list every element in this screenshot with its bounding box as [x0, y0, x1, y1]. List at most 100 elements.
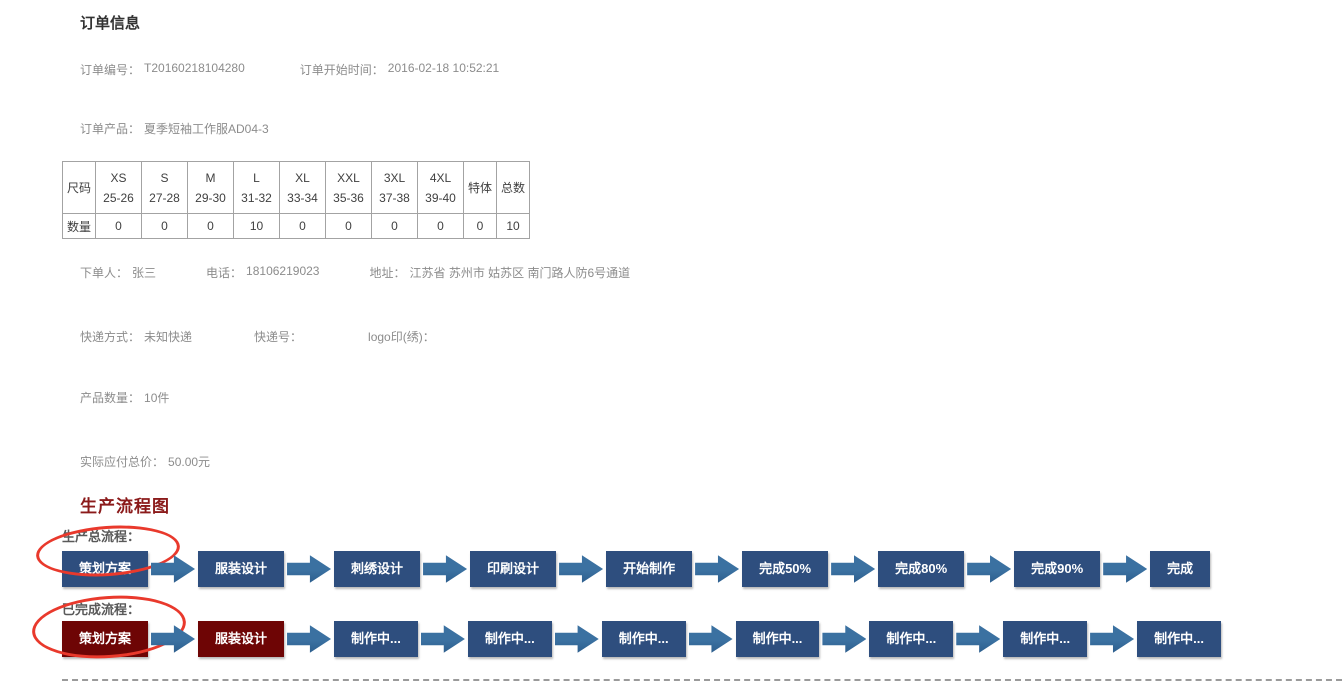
order-product: 订单产品： 夏季短袖工作服AD04-3	[80, 120, 269, 137]
flow-arrow-icon	[420, 625, 465, 653]
quantity-cell: 0	[141, 213, 189, 239]
total-price-label: 实际应付总价：	[80, 455, 165, 469]
product-quantity: 产品数量： 10件	[80, 389, 169, 406]
order-number-label: 订单编号：	[80, 63, 141, 77]
flow-step-box: 制作中...	[601, 621, 686, 657]
buyer-name-label: 下单人：	[80, 266, 129, 280]
quantity-cell: 0	[187, 213, 235, 239]
buyer-phone-label: 电话：	[206, 266, 243, 280]
flow-step-box: 制作中...	[1003, 621, 1088, 657]
flow-arrow-icon	[423, 555, 468, 583]
flow-arrow-icon	[967, 555, 1012, 583]
product-quantity-label: 产品数量：	[80, 391, 141, 405]
quantity-row-label: 数量	[61, 213, 97, 239]
flow-arrow-icon	[151, 625, 196, 653]
order-meta-line: 订单编号： T20160218104280 订单开始时间： 2016-02-18…	[80, 61, 1342, 78]
flow-arrow-icon	[688, 625, 733, 653]
total-price-line: 实际应付总价： 50.00元	[80, 453, 1342, 470]
flow-step-box: 策划方案	[62, 551, 149, 587]
order-page: 订单信息 订单编号： T20160218104280 订单开始时间： 2016-…	[0, 15, 1342, 681]
flow-arrow-icon	[1090, 625, 1135, 653]
flow-step-box: 服装设计	[198, 621, 285, 657]
buyer-address-value: 江苏省 苏州市 姑苏区 南门路人防6号通道	[409, 266, 631, 280]
order-product-label: 订单产品：	[80, 122, 141, 136]
order-number: 订单编号： T20160218104280	[80, 61, 245, 78]
flow-step-box: 制作中...	[735, 621, 820, 657]
express-number-label: 快递号：	[254, 330, 303, 344]
total-price: 实际应付总价： 50.00元	[80, 453, 210, 470]
flow-step-box: 制作中...	[467, 621, 552, 657]
order-start-time-label: 订单开始时间：	[299, 63, 384, 77]
express-method-value: 未知快递	[144, 330, 193, 344]
flow-step-box: 制作中...	[334, 621, 418, 657]
buyer-phone-value: 18106219023	[246, 264, 320, 278]
flow-step-box: 制作中...	[1137, 621, 1221, 657]
order-start-time: 订单开始时间： 2016-02-18 10:52:21	[300, 61, 499, 78]
logo-print: logo印(绣)：	[368, 328, 439, 345]
express-number: 快递号：	[254, 328, 306, 345]
size-table-corner: 尺码	[61, 161, 97, 214]
order-number-value: T20160218104280	[144, 61, 245, 75]
flow-arrow-icon	[559, 555, 604, 583]
size-column-header: 特体	[463, 161, 498, 214]
flow-step-box: 印刷设计	[470, 551, 557, 587]
bottom-divider	[62, 679, 1342, 681]
quantity-cell: 0	[95, 213, 143, 239]
order-product-line: 订单产品： 夏季短袖工作服AD04-3	[80, 120, 1342, 137]
flow-arrow-icon	[956, 625, 1001, 653]
express-method-label: 快递方式：	[80, 330, 141, 344]
flow-step-box: 完成80%	[878, 551, 965, 587]
flow-section: 生产总流程： 策划方案服装设计刺绣设计印刷设计开始制作完成50%完成80%完成9…	[0, 521, 1342, 664]
product-quantity-value: 10件	[144, 391, 170, 405]
total-price-value: 50.00元	[168, 455, 211, 469]
flow-arrow-icon	[287, 625, 332, 653]
flow-arrow-icon	[554, 625, 599, 653]
logo-print-label: logo印(绣)：	[368, 330, 435, 344]
buyer-address: 地址： 江苏省 苏州市 姑苏区 南门路人防6号通道	[369, 264, 630, 281]
flow-arrow-icon	[695, 555, 740, 583]
flow-chart-title: 生产流程图	[80, 497, 170, 517]
flow-step-box: 完成	[1150, 551, 1211, 587]
buyer-line: 下单人： 张三 电话： 18106219023 地址： 江苏省 苏州市 姑苏区 …	[80, 264, 1342, 281]
quantity-cell: 10	[233, 213, 281, 239]
flow-step-box: 策划方案	[62, 621, 149, 657]
flow-arrow-icon	[822, 625, 867, 653]
flow-step-box: 完成50%	[742, 551, 829, 587]
order-product-value: 夏季短袖工作服AD04-3	[144, 122, 269, 136]
flow-step-box: 开始制作	[606, 551, 693, 587]
buyer-address-label: 地址：	[369, 266, 406, 280]
page-title: 订单信息	[80, 15, 141, 32]
product-quantity-line: 产品数量： 10件	[80, 389, 1342, 406]
quantity-cell: 0	[463, 213, 498, 239]
quantity-cell: 0	[417, 213, 465, 239]
flow-arrow-icon	[151, 555, 196, 583]
quantity-cell: 0	[279, 213, 327, 239]
buyer-name-value: 张三	[132, 266, 157, 280]
order-start-time-value: 2016-02-18 10:52:21	[387, 61, 500, 75]
express-method: 快递方式： 未知快递	[80, 328, 192, 345]
flow-step-box: 完成90%	[1014, 551, 1101, 587]
size-column-header: 总数	[496, 161, 531, 214]
flow-step-box: 制作中...	[869, 621, 954, 657]
quantity-cell: 10	[496, 213, 531, 239]
flow-row-label-total: 生产总流程：	[62, 529, 141, 544]
flow-row-total: 策划方案 服装设计 刺绣设计 印刷设计 开始制作 完成50% 完成80% 完成90% 完成	[62, 551, 1342, 587]
shipping-line: 快递方式： 未知快递 快递号： logo印(绣)：	[80, 328, 1342, 345]
flow-step-box: 刺绣设计	[334, 551, 421, 587]
flow-arrow-icon	[1103, 555, 1148, 583]
buyer-name: 下单人： 张三	[80, 264, 156, 281]
quantity-cell: 0	[371, 213, 419, 239]
quantity-cell: 0	[325, 213, 373, 239]
flow-step-box: 服装设计	[198, 551, 285, 587]
flow-arrow-icon	[831, 555, 876, 583]
